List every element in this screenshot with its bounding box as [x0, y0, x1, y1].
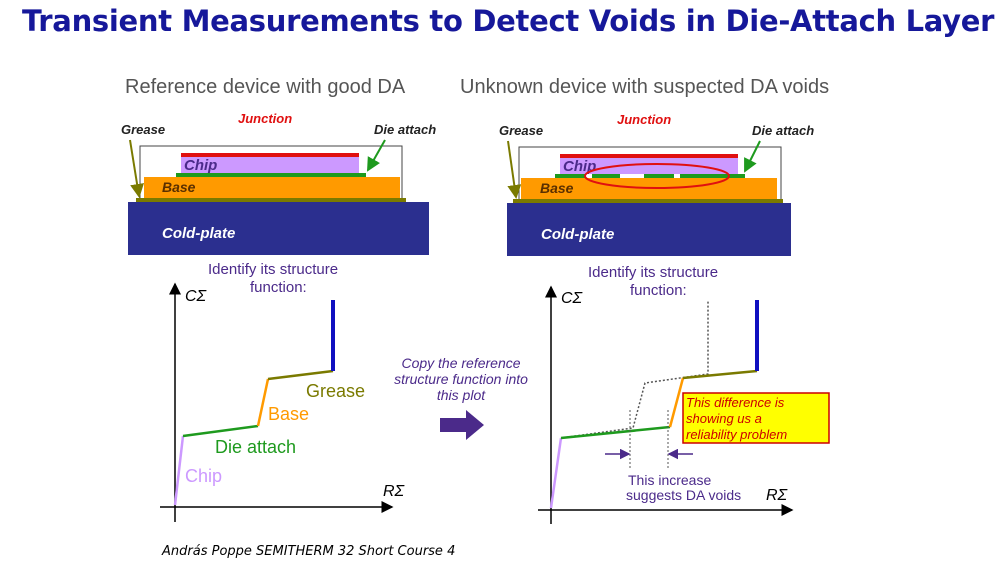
- reliability-callout-box: [682, 392, 830, 444]
- void-highlight-ellipse: [584, 163, 730, 189]
- right-die-attach-segment: [555, 174, 585, 178]
- slide-footer: András Poppe SEMITHERM 32 Short Course 4: [162, 544, 456, 559]
- middle-instruction: Copy the reference structure function in…: [394, 355, 528, 440]
- right-curve-grease: [682, 369, 758, 380]
- left-identify-line2: function:: [250, 279, 307, 296]
- right-grease-pointer: [507, 140, 522, 199]
- right-grease-label: Grease: [499, 123, 543, 138]
- left-chip: [181, 155, 359, 173]
- left-cold-plate-label: Cold-plate: [162, 225, 235, 242]
- left-curve-chip: [173, 435, 185, 506]
- left-base-label: Base: [162, 179, 196, 195]
- copy-line1: Copy the reference: [401, 355, 520, 371]
- left-structure-function-plot: CΣ RΣ Grease Base Die attach Chip: [160, 282, 406, 522]
- callout-line3: reliability problem: [686, 427, 787, 442]
- right-junction-label: Junction: [617, 112, 671, 127]
- copy-line3: this plot: [437, 387, 486, 403]
- right-die-attach-pointer: [744, 140, 761, 173]
- right-identify-line1: Identify its structure: [588, 264, 718, 281]
- right-panel: Unknown device with suspected DA voids C…: [460, 76, 830, 524]
- reference-curve-dotted: [550, 300, 709, 509]
- callout-line1: This difference is: [686, 395, 785, 410]
- right-die-attach-segment: [680, 174, 745, 178]
- right-grease-layer: [513, 199, 783, 203]
- left-curve-base: [256, 378, 270, 427]
- right-die-attach-segment: [592, 174, 620, 178]
- left-curve-die-attach: [182, 424, 259, 438]
- left-die-attach-pointer: [367, 139, 386, 172]
- left-curve-grease: [267, 369, 334, 381]
- left-curve-label-base: Base: [268, 404, 309, 424]
- left-device-cross-section: Chip Base Cold-plate Grease Junction Die…: [121, 111, 436, 255]
- right-die-attach-label: Die attach: [752, 123, 814, 138]
- right-x-axis-label: RΣ: [766, 487, 789, 504]
- right-heading: Unknown device with suspected DA voids: [460, 76, 829, 98]
- left-junction-label: Junction: [238, 111, 292, 126]
- left-grease-label: Grease: [121, 122, 165, 137]
- callout-line2: showing us a: [686, 411, 762, 426]
- right-structure-function-plot: CΣ RΣ This increase suggests DA voids Th…: [538, 285, 830, 524]
- left-y-axis-label: CΣ: [185, 288, 208, 305]
- right-device-cross-section: Chip Base Cold-plate Grease Junction Die…: [499, 112, 814, 256]
- left-chip-label: Chip: [184, 157, 217, 174]
- left-die-attach-label: Die attach: [374, 122, 436, 137]
- left-curve-label-die-attach: Die attach: [215, 437, 296, 457]
- left-grease-layer: [136, 198, 406, 202]
- right-junction: [560, 154, 738, 158]
- left-cold-plate: [128, 202, 429, 255]
- left-curve-label-chip: Chip: [185, 466, 222, 486]
- right-cold-plate-label: Cold-plate: [541, 226, 614, 243]
- left-base: [144, 177, 400, 198]
- right-base-label: Base: [540, 180, 574, 196]
- right-identify-line2: function:: [630, 282, 687, 299]
- left-die-attach-layer: [176, 173, 366, 177]
- left-x-axis-label: RΣ: [383, 483, 406, 500]
- right-die-attach-segment: [644, 174, 674, 178]
- left-junction: [181, 153, 359, 157]
- increase-note-line1: This increase: [628, 472, 711, 488]
- left-panel: Reference device with good DA Chip Base …: [121, 76, 436, 522]
- slide-title: Transient Measurements to Detect Voids i…: [22, 4, 995, 38]
- right-curve-base: [668, 377, 685, 428]
- right-cold-plate: [507, 203, 791, 256]
- right-curve-die-attach: [560, 425, 671, 440]
- increase-note-line2: suggests DA voids: [626, 487, 741, 503]
- copy-line2: structure function into: [394, 371, 528, 387]
- left-identify-line1: Identify its structure: [208, 261, 338, 278]
- left-grease-pointer: [129, 139, 145, 198]
- left-curve-label-grease: Grease: [306, 381, 365, 401]
- left-heading: Reference device with good DA: [125, 76, 406, 98]
- right-chip-label: Chip: [563, 158, 596, 175]
- right-curve-chip: [549, 437, 563, 509]
- copy-arrow-icon: [440, 410, 484, 440]
- right-y-axis-label: CΣ: [561, 290, 584, 307]
